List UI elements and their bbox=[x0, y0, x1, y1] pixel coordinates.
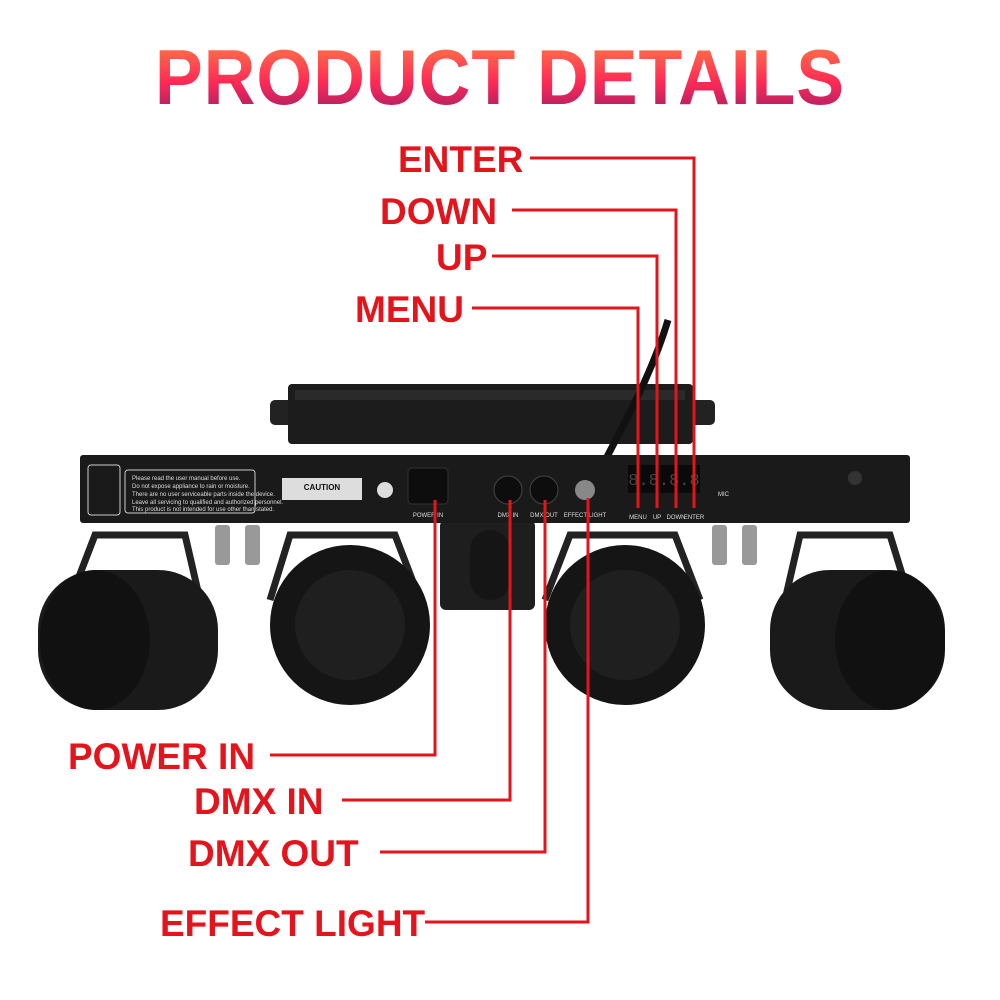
panel-effect-light: EFFECT LIGHT bbox=[564, 513, 607, 519]
label-power-in: POWER IN bbox=[68, 736, 256, 777]
leader-power-in bbox=[270, 500, 437, 757]
leader-menu bbox=[472, 306, 640, 508]
caution-label: CAUTION bbox=[304, 483, 341, 492]
leader-dmx-out bbox=[380, 500, 547, 854]
leader-effect-light bbox=[425, 498, 590, 924]
panel-dmx-in: DMX IN bbox=[498, 513, 519, 519]
spotlight-3 bbox=[541, 531, 705, 705]
panel-power-in: POWER IN bbox=[413, 513, 443, 519]
label-dmx-out: DMX OUT bbox=[188, 833, 359, 874]
panel-enter: ENTER bbox=[684, 515, 705, 521]
panel-menu: MENU bbox=[629, 515, 647, 521]
warning-line: Do not expose appliance to rain or moist… bbox=[132, 484, 250, 490]
panel-up: UP bbox=[653, 515, 661, 521]
warning-line: Leave all servicing to qualified and aut… bbox=[132, 500, 283, 506]
led-display: 8.8.8.8 bbox=[628, 472, 699, 491]
label-enter: ENTER bbox=[398, 139, 524, 180]
panel-mic: MIC bbox=[718, 492, 730, 498]
label-menu: MENU bbox=[355, 289, 464, 330]
spotlight-4 bbox=[770, 531, 945, 710]
leader-dmx-in bbox=[342, 500, 512, 802]
warning-line: There are no user serviceable parts insi… bbox=[132, 492, 275, 498]
warning-line: This product is not intended for use oth… bbox=[132, 507, 274, 513]
page-title: PRODUCT DETAILS bbox=[40, 32, 960, 123]
label-up: UP bbox=[436, 237, 488, 278]
leader-lines bbox=[270, 156, 696, 924]
spotlight-1 bbox=[38, 531, 218, 710]
warning-line: Please read the user manual before use. bbox=[132, 476, 241, 482]
leader-up bbox=[492, 254, 659, 508]
label-effect-light: EFFECT LIGHT bbox=[160, 903, 426, 944]
panel-down: DOWN bbox=[667, 515, 686, 521]
label-down: DOWN bbox=[380, 191, 498, 232]
spotlight-2 bbox=[266, 531, 430, 705]
leader-enter bbox=[530, 156, 696, 508]
top-light-bar bbox=[270, 384, 715, 444]
label-dmx-in: DMX IN bbox=[194, 781, 324, 822]
leader-down bbox=[512, 208, 678, 508]
